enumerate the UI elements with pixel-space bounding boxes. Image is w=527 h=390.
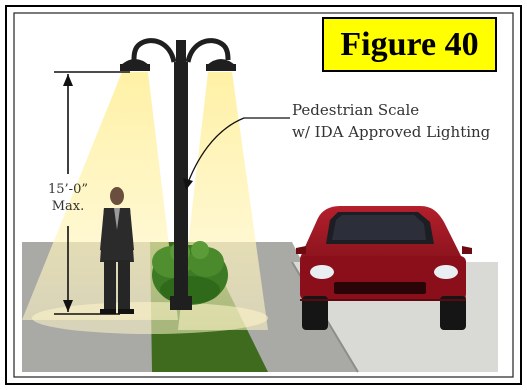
light-pool bbox=[32, 302, 268, 334]
height-dimension-line bbox=[54, 71, 130, 315]
lamp-post bbox=[120, 38, 236, 310]
lighting-annotation: Pedestrian Scale w/ IDA Approved Lightin… bbox=[292, 99, 512, 143]
figure-label-badge: Figure 40 bbox=[322, 17, 497, 72]
left-light-cone bbox=[22, 72, 178, 320]
lighting-annotation-line1: Pedestrian Scale bbox=[292, 101, 420, 119]
shrub bbox=[152, 241, 228, 305]
height-annotation: 15’-0” Max. bbox=[40, 181, 96, 215]
leader-arrowhead bbox=[183, 178, 193, 190]
height-annotation-value: 15’-0” bbox=[48, 182, 88, 197]
parked-car bbox=[296, 206, 472, 330]
lighting-annotation-line2: w/ IDA Approved Lighting bbox=[292, 123, 491, 141]
pedestrian bbox=[100, 187, 134, 314]
leader-line bbox=[185, 117, 290, 189]
height-annotation-qualifier: Max. bbox=[51, 199, 85, 214]
